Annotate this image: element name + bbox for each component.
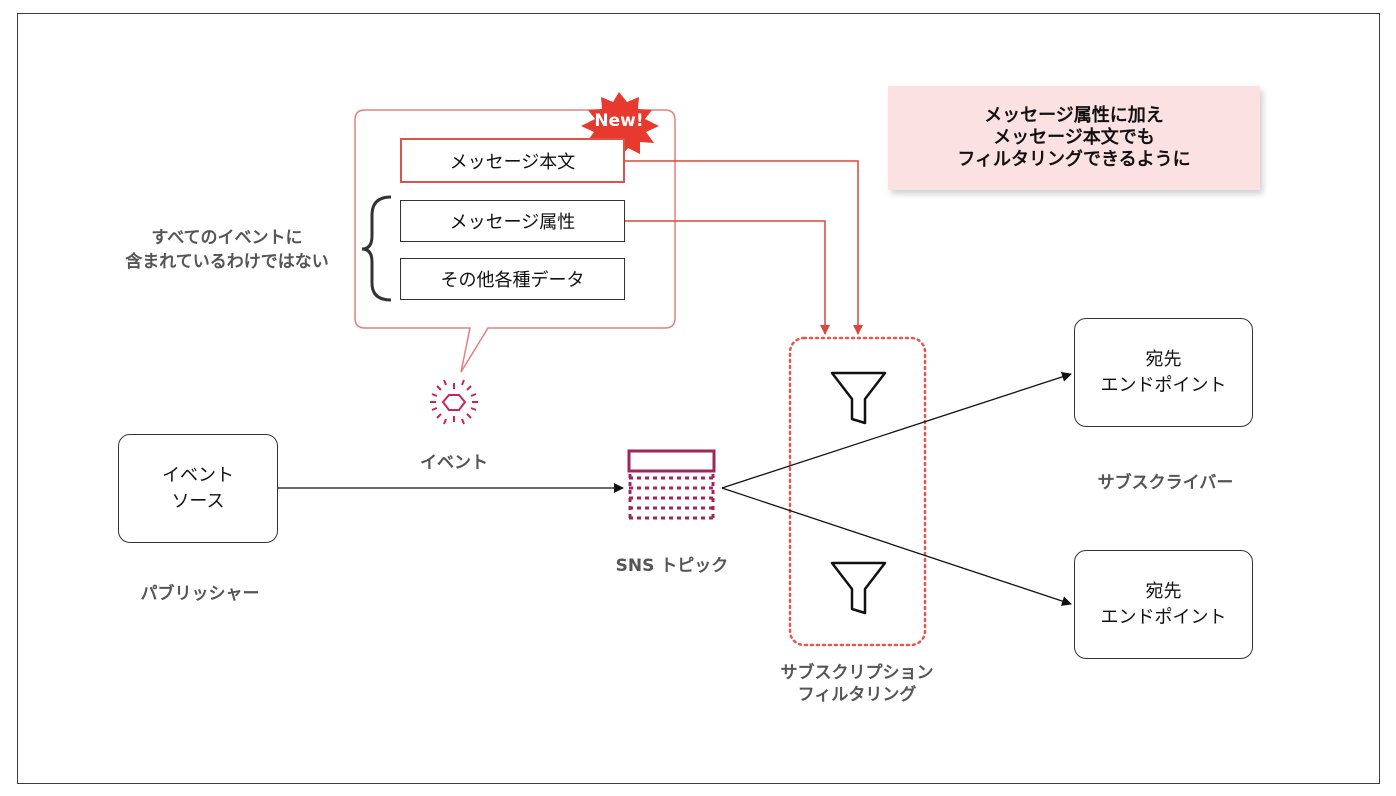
publisher-label: パブリッシャー bbox=[140, 584, 260, 604]
optional-fields-note: すべてのイベントに 含まれているわけではない bbox=[125, 228, 329, 272]
topic-to-endpoint-1-arrow bbox=[721, 372, 1072, 489]
subscription-filtering-box bbox=[788, 336, 927, 647]
event-source-box: イベント ソース bbox=[118, 434, 278, 543]
attribute-to-filter-connector bbox=[624, 220, 830, 335]
message-body-field: メッセージ本文 bbox=[400, 138, 625, 183]
destination-endpoint-2: 宛先 エンドポイント bbox=[1074, 550, 1253, 659]
message-attribute-field: メッセージ属性 bbox=[400, 200, 625, 242]
sns-topic-label: SNS トピック bbox=[615, 556, 729, 576]
message-body-label: メッセージ本文 bbox=[449, 151, 576, 173]
subscription-filtering-label: サブスクリプション フィルタリング bbox=[780, 663, 934, 705]
subscriber-label: サブスクライバー bbox=[1097, 473, 1234, 493]
sns-topic-icon bbox=[627, 449, 716, 520]
new-badge-label: New! bbox=[594, 111, 644, 131]
filter-funnel-icon bbox=[830, 561, 887, 615]
filter-funnel-icon bbox=[830, 371, 887, 425]
curly-brace bbox=[361, 195, 392, 302]
body-to-filter-connector bbox=[624, 160, 863, 335]
destination-endpoint-1: 宛先 エンドポイント bbox=[1074, 318, 1253, 427]
event-label: イベント bbox=[420, 453, 488, 473]
other-data-label: その他各種データ bbox=[440, 270, 585, 291]
event-sparkle-icon bbox=[430, 379, 478, 425]
diagram-frame bbox=[17, 13, 1380, 784]
message-attribute-label: メッセージ属性 bbox=[449, 212, 576, 233]
topic-to-endpoint-2-arrow bbox=[721, 487, 1072, 606]
feature-callout: メッセージ属性に加え メッセージ本文でも フィルタリングできるように bbox=[888, 86, 1260, 190]
other-data-field: その他各種データ bbox=[400, 258, 625, 300]
